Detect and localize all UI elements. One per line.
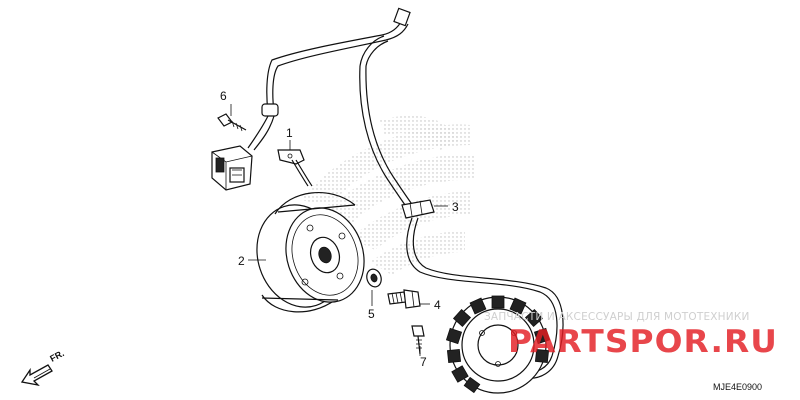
stator [445, 295, 551, 394]
washer-5 [366, 268, 382, 288]
callout-1[interactable]: 1 [286, 126, 293, 140]
watermark-tagline: ЗАПЧАСТИ И АКСЕССУАРЫ ДЛЯ МОТОТЕХНИКИ [484, 311, 750, 323]
callout-7[interactable]: 7 [420, 355, 427, 369]
callout-5[interactable]: 5 [368, 307, 375, 321]
sensor-coupler [211, 145, 253, 191]
watermark: ЗАПЧАСТИ И АКСЕССУАРЫ ДЛЯ МОТОТЕХНИКИ PA… [484, 311, 778, 360]
flywheel-rotor [256, 192, 365, 313]
reference-code: MJE4E0900 [713, 382, 762, 392]
stator-teeth [445, 295, 551, 394]
callout-3[interactable]: 3 [452, 200, 459, 214]
leader-lines [230, 104, 448, 356]
callout-2[interactable]: 2 [238, 254, 245, 268]
bolt-6 [217, 113, 247, 132]
direction-label: FR. [48, 348, 65, 364]
bolt-4 [387, 289, 421, 309]
callout-6[interactable]: 6 [220, 89, 227, 103]
front-direction-arrow-icon [20, 364, 53, 387]
callouts: 1 2 3 4 5 6 7 [220, 89, 459, 369]
callout-4[interactable]: 4 [434, 298, 441, 312]
bolt-7 [411, 325, 425, 355]
pulse-bracket [277, 149, 313, 187]
watermark-brand: PARTSPOR.RU [508, 324, 778, 360]
